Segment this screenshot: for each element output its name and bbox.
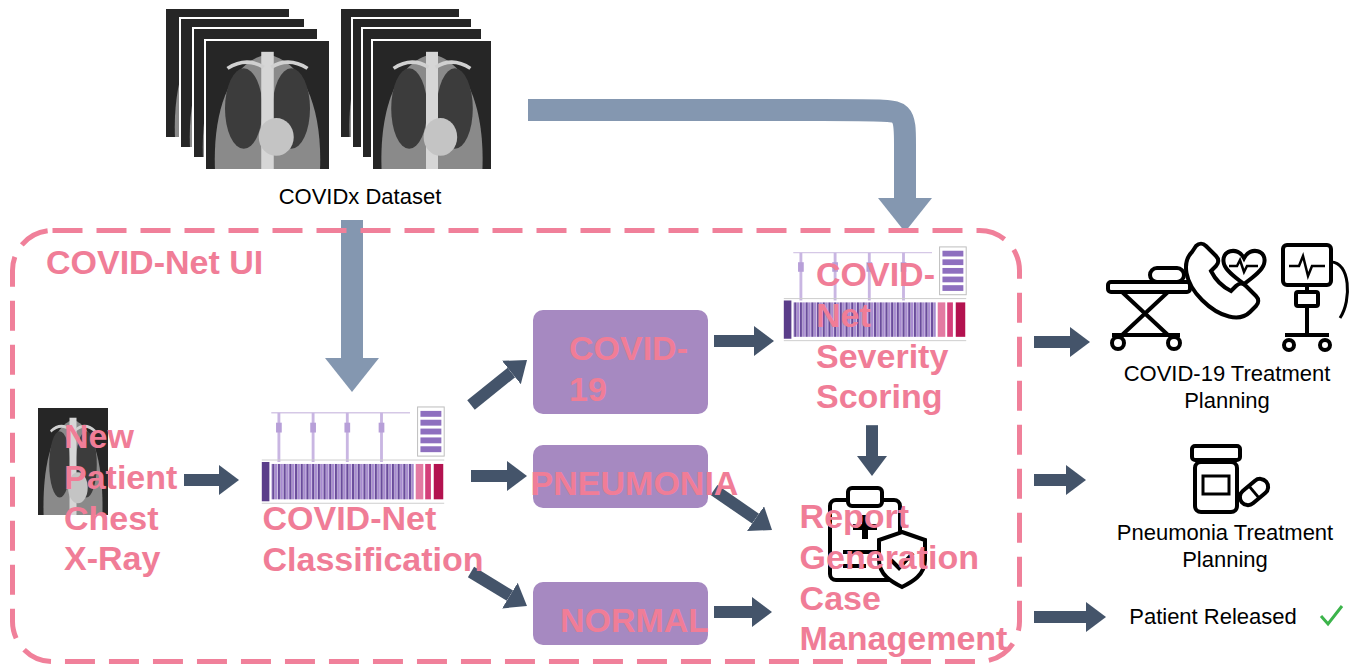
flow-arrow <box>1034 611 1086 623</box>
stretcher-wheel <box>1112 337 1124 349</box>
xray-image <box>372 40 492 170</box>
monitor-wheel <box>1320 340 1330 350</box>
phone-icon <box>1186 244 1265 318</box>
outcome-figure: Pneumonia Treatment Planning <box>1092 440 1358 575</box>
xray-figure: New Patient Chest X-Ray <box>28 402 178 581</box>
capsule-split <box>1249 486 1259 498</box>
monitor-icon <box>1283 245 1347 350</box>
class-box: COVID-19 <box>533 310 708 414</box>
stretcher-wheel <box>1168 337 1180 349</box>
dashed-border <box>13 231 1020 662</box>
bottle-cap <box>1192 446 1240 460</box>
bottle-body <box>1195 462 1237 512</box>
flow-arrow <box>1034 336 1070 348</box>
flow-arrow <box>528 110 905 198</box>
flow-arrow <box>714 335 754 347</box>
model-figure: COVID-Net Classification <box>245 400 465 582</box>
class-box: NORMAL <box>533 582 708 645</box>
node-label: NORMAL <box>560 600 709 641</box>
bottle-label <box>1203 476 1229 494</box>
node-label: COVIDx Dataset <box>279 184 442 210</box>
node-label: COVID-Net Classification <box>262 498 483 580</box>
monitor-cable <box>1331 262 1347 318</box>
monitor-stand <box>1285 285 1329 335</box>
pill-capsule <box>1237 476 1272 509</box>
dataset-figure: COVIDx Dataset <box>160 4 520 212</box>
stretcher-icon <box>1108 268 1190 349</box>
capsule-body <box>1237 476 1272 509</box>
flow-arrow <box>471 470 507 482</box>
xray-image <box>205 40 330 170</box>
heart-symbol <box>1223 251 1264 284</box>
heartbeat-line <box>1229 260 1258 272</box>
class-box: PNEUMONIA <box>533 445 708 508</box>
outcome-label: Patient Released <box>1112 598 1314 636</box>
node-label: COVID-19 <box>569 328 700 410</box>
heartbeat-line <box>1289 256 1325 276</box>
flow-arrow <box>184 474 219 486</box>
node-label: Pneumonia Treatment Planning <box>1092 520 1358 573</box>
node-label: COVID-Net Severity Scoring <box>816 254 960 417</box>
image-frame <box>205 40 330 170</box>
node-label: PNEUMONIA <box>531 463 739 504</box>
flow-arrow <box>866 425 878 456</box>
flow-arrow <box>341 220 363 358</box>
node-label: Report Generation Case Management <box>800 496 1008 659</box>
stretcher-legs <box>1112 292 1180 335</box>
monitor-unit <box>1296 292 1318 306</box>
outcome-figure: COVID-19 Treatment Planning <box>1096 236 1358 416</box>
check-mark <box>1321 606 1342 624</box>
system-region: COVID-Net UINew Patient Chest X-RayCOVID… <box>10 228 1022 664</box>
medicine-icon <box>1192 446 1271 512</box>
node-label: Patient Released <box>1129 604 1297 630</box>
monitor-wheel <box>1284 340 1294 350</box>
model-figure: COVID-Net Severity Scoring <box>780 240 960 419</box>
flow-arrow <box>1034 474 1066 486</box>
image-frame <box>372 40 492 170</box>
stretcher-bed <box>1108 282 1190 292</box>
monitor-screen <box>1283 245 1331 285</box>
node-label: New Patient Chest X-Ray <box>64 416 178 579</box>
report-figure: Report Generation Case Management <box>778 482 993 661</box>
flow-arrow <box>714 606 752 618</box>
stretcher-pillow <box>1150 268 1184 282</box>
node-label: COVID-19 Treatment Planning <box>1096 361 1358 414</box>
region-title: COVID-Net UI <box>46 242 263 283</box>
flow-arrow <box>471 373 511 405</box>
